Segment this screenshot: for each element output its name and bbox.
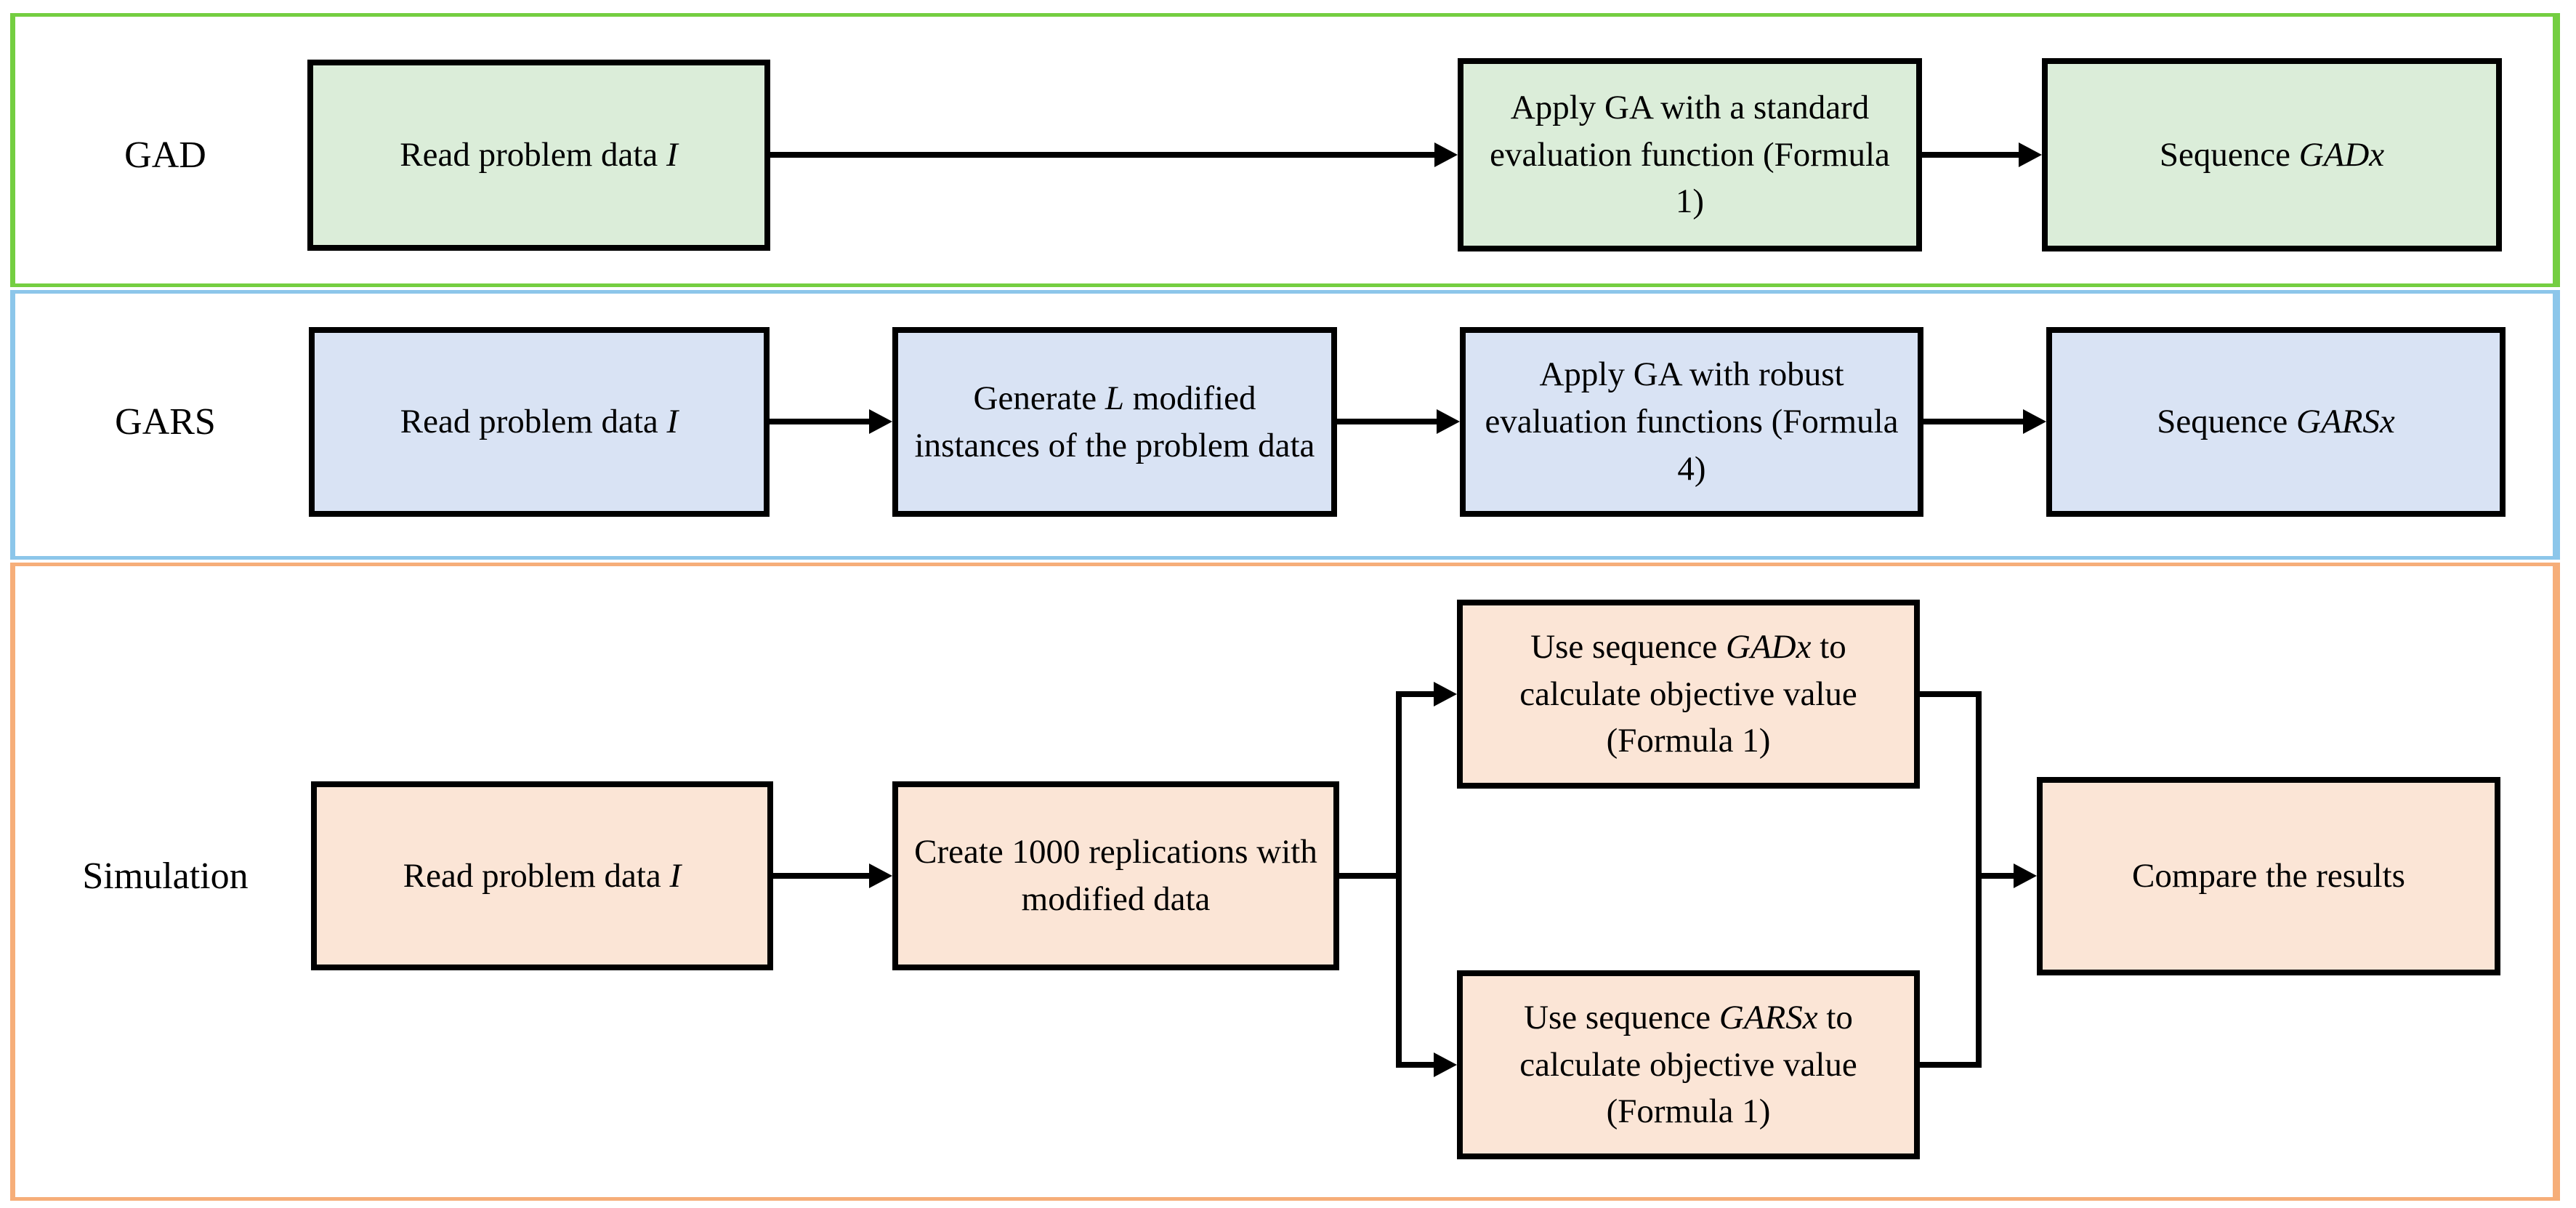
lane-label-simulation: Simulation (82, 855, 249, 897)
arrow-line-to-gadx-branch (1399, 691, 1438, 697)
arrowhead-gars-3-icon (2023, 409, 2046, 434)
arrowhead-garsx-branch-icon (1434, 1052, 1457, 1077)
box-gars-sequence-garsx: Sequence GARSx (2046, 327, 2506, 517)
box-sim-compare-results: Compare the results (2037, 777, 2500, 975)
box-gad-sequence-gadx: Sequence GADx (2042, 58, 2502, 251)
arrowhead-sim-1-icon (869, 863, 892, 888)
arrow-line-gad-2 (1922, 152, 2024, 158)
box-gad-read-problem-data: Read problem data I (307, 60, 770, 251)
arrowhead-gad-1-icon (1434, 142, 1458, 167)
arrow-line-sim-1 (773, 873, 873, 879)
arrowhead-gars-1-icon (869, 409, 892, 434)
arrowhead-gadx-branch-icon (1434, 682, 1457, 706)
box-gars-apply-ga-robust: Apply GA with robust evaluation function… (1460, 327, 1923, 517)
arrowhead-gars-2-icon (1437, 409, 1460, 434)
merge-stub-top-line (1920, 691, 1982, 697)
merge-stub-bottom-line (1920, 1062, 1982, 1068)
arrow-line-gars-3 (1923, 419, 2027, 424)
arrowhead-compare-icon (2014, 863, 2037, 888)
arrow-line-to-garsx-branch (1399, 1062, 1438, 1068)
arrow-line-gars-1 (770, 419, 873, 424)
box-sim-create-replications: Create 1000 replications with modified d… (892, 781, 1339, 970)
arrow-line-gad-1 (770, 152, 1439, 158)
box-sim-use-sequence-garsx: Use sequence GARSx to calculate objectiv… (1457, 970, 1920, 1159)
box-gars-read-problem-data: Read problem data I (309, 327, 770, 517)
lane-label-gars: GARS (115, 400, 216, 443)
split-vertical-line (1396, 691, 1402, 1068)
lane-label-gad: GAD (124, 134, 206, 176)
box-gars-generate-instances: Generate L modified instances of the pro… (892, 327, 1337, 517)
arrow-line-gars-2 (1337, 419, 1441, 424)
box-sim-read-problem-data: Read problem data I (311, 781, 773, 970)
merge-vertical-line (1976, 691, 1982, 1068)
box-sim-use-sequence-gadx: Use sequence GADx to calculate objective… (1457, 600, 1920, 789)
split-stub-line (1339, 873, 1402, 879)
arrow-line-to-compare (1979, 873, 2018, 879)
arrowhead-gad-2-icon (2019, 142, 2042, 167)
box-gad-apply-ga-standard: Apply GA with a standard evaluation func… (1458, 58, 1922, 251)
